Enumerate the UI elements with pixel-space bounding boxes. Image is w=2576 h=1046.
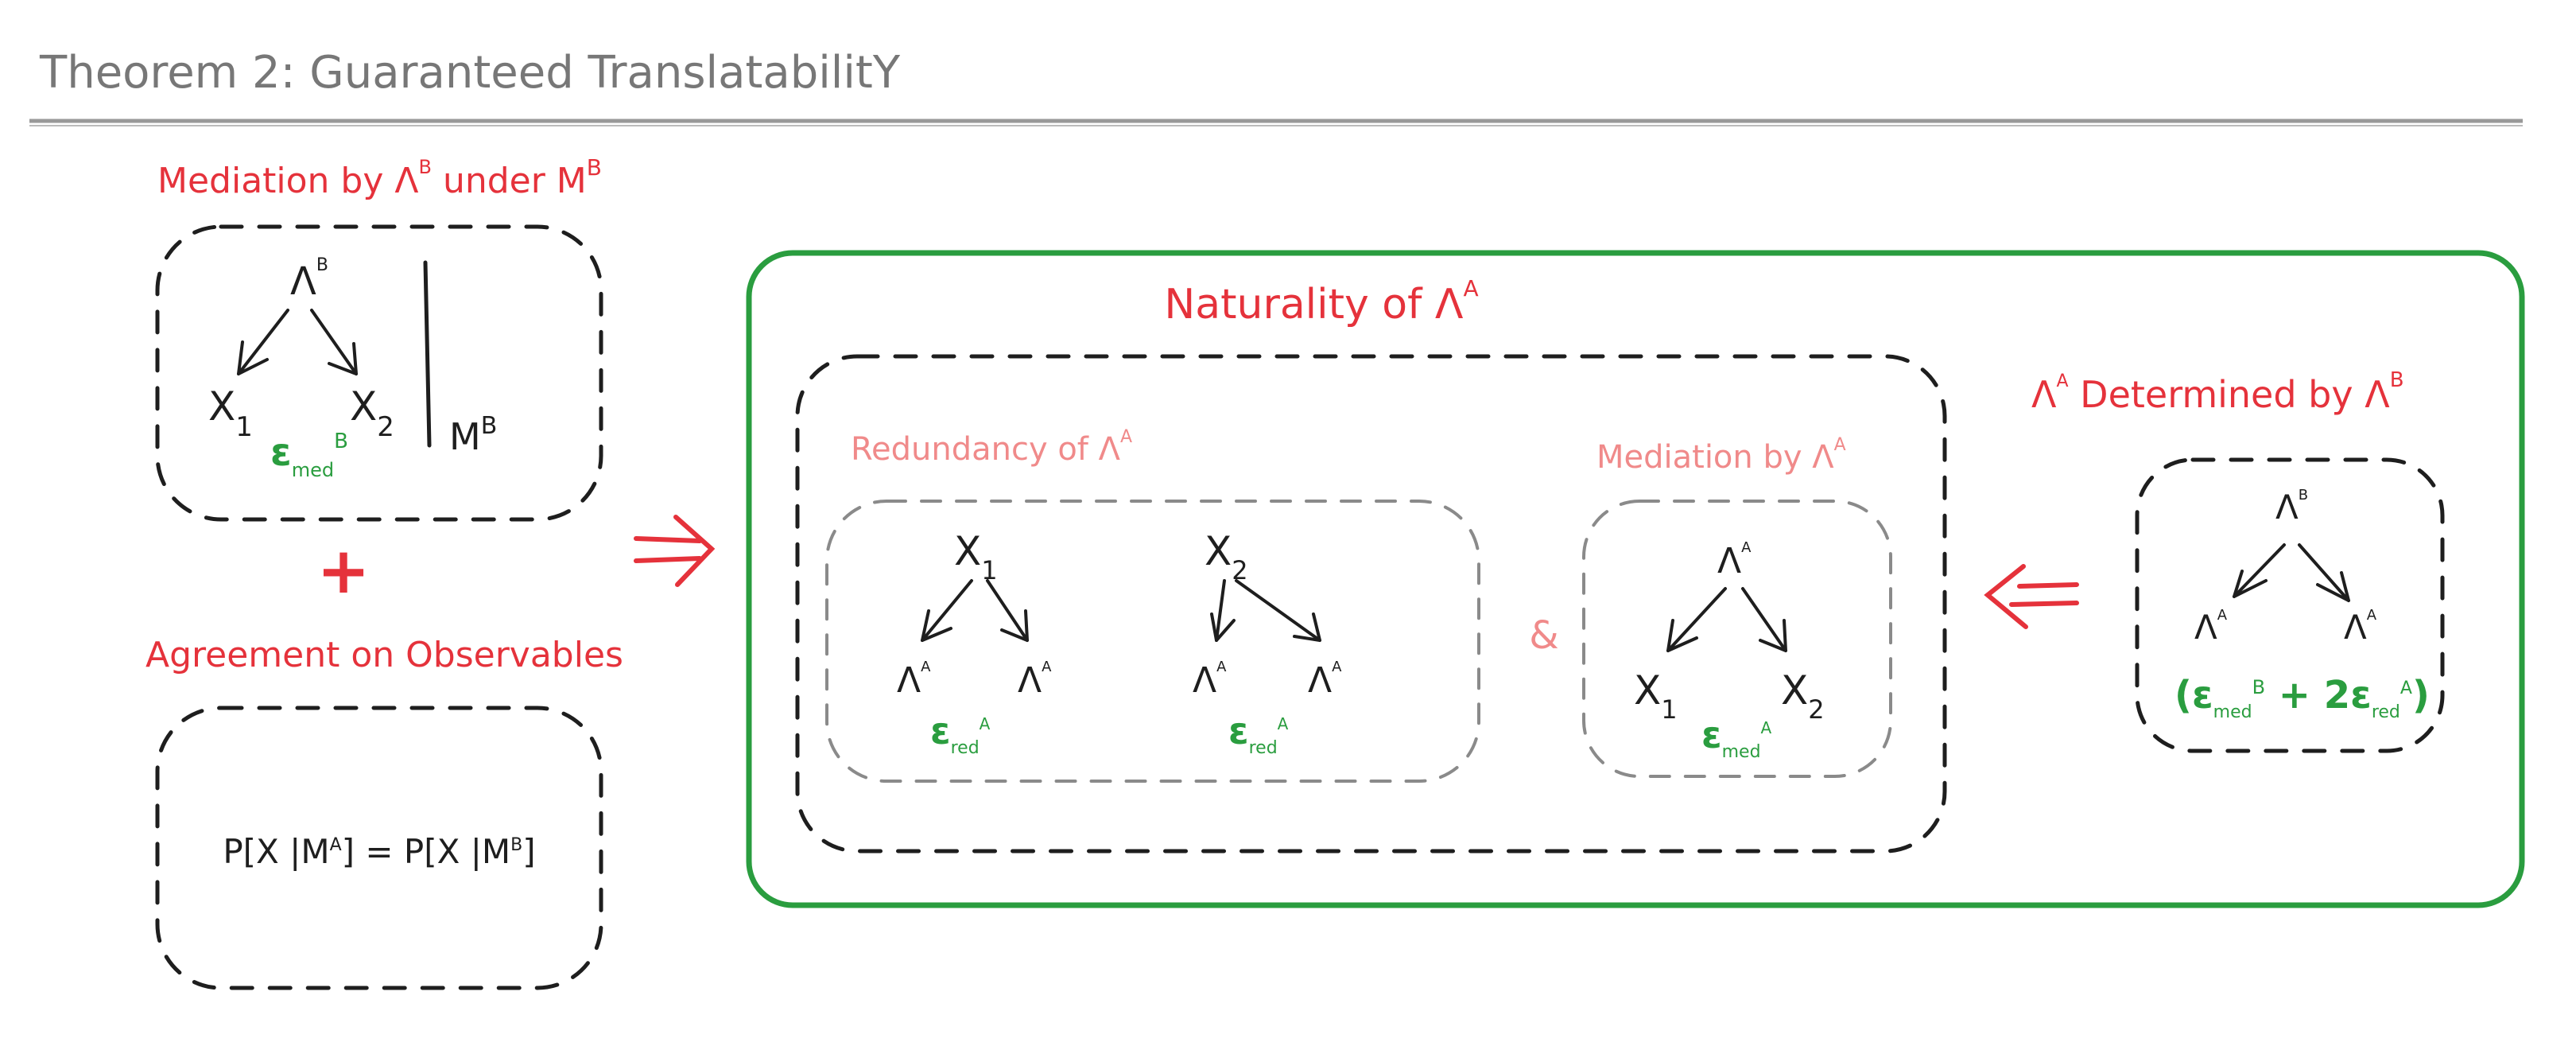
edge-right [310,309,358,375]
redundancy-heading: Redundancy of ΛA [851,427,1132,468]
and-symbol: & [1529,613,1558,658]
node-lambda-a-left: ΛA [897,659,931,701]
determined-dag: ΛB ΛA ΛA (εmedB + 2εredA) [2174,487,2430,722]
node-lambda-a-right: ΛA [1308,659,1342,701]
epsilon-red-a: εredA [1228,710,1289,758]
conditioning-bar [423,260,432,448]
node-x1: X1 [954,528,998,585]
edge-right [1235,579,1321,642]
node-lambda-a: ΛA [1717,539,1752,581]
mediation-a-heading: Mediation by ΛA [1596,435,1846,476]
implies-right-arrow-icon [634,515,716,587]
edge-right [986,579,1029,642]
error-bound: (εmedB + 2εredA) [2174,673,2430,722]
node-x2: X2 [1205,528,1248,585]
node-x2: X2 [1781,667,1825,725]
node-lambda-b: ΛB [2275,487,2308,527]
edge-left [1215,579,1226,642]
redundancy-box [825,500,1480,783]
naturality-box [795,354,1947,854]
redundancy-dag-2: X2 ΛA ΛA εredA [1193,528,1342,758]
node-lambda-a-right: ΛA [2344,607,2377,647]
arrowhead-icon [328,342,358,375]
node-x1: X1 [1634,667,1678,725]
mediation-a-dag: ΛA X1 X2 εmedA [1634,539,1825,762]
implies-left-arrow-icon [1984,564,2079,629]
mediation-b-heading: Mediation by ΛB under MB [157,154,602,201]
determined-heading: ΛA Determined by ΛB [2031,368,2404,416]
node-lambda-b: ΛB [290,255,328,304]
edge-right [1741,587,1787,652]
node-lambda-a-left: ΛA [2194,607,2228,647]
node-lambda-a-left: ΛA [1193,659,1227,701]
mediation-b-box [155,224,603,522]
edge-left [237,309,289,375]
edge-left [2233,543,2286,598]
edge-right [2298,543,2350,602]
naturality-frame [746,250,2525,908]
epsilon-red-a: εredA [930,710,991,758]
epsilon-med-a: εmedA [1701,714,1772,762]
mediation-a-box [1582,500,1892,778]
redundancy-dag-1: X1 ΛA ΛA εredA [897,528,1052,758]
naturality-heading: Naturality of ΛA [1164,275,1478,329]
epsilon-med-b: εmedB [270,430,348,481]
node-lambda-a-right: ΛA [1018,659,1052,701]
mediation-b-dag: ΛB X1 X2 MB εmedB [208,255,497,481]
edge-left [1666,587,1727,652]
arrowhead-icon [237,340,269,375]
conditioning-model: MB [449,412,497,458]
agreement-box [155,706,603,990]
agreement-heading: Agreement on Observables [145,635,623,675]
determined-box [2135,457,2445,753]
edge-left [921,579,973,642]
node-x1: X1 [208,383,253,443]
node-x2: X2 [350,383,394,443]
agreement-equation: P[X |MA] = P[X |MB] [223,832,535,871]
plus-icon: + [316,534,370,608]
page-title: Theorem 2: Guaranteed TranslatabilitY [39,47,901,99]
